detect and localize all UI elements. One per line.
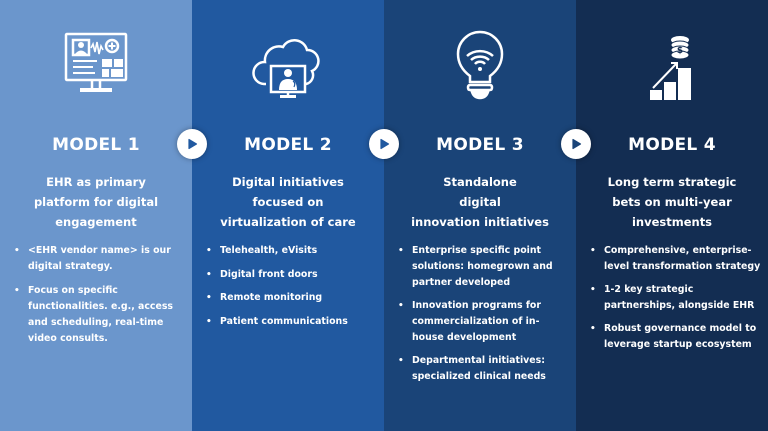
bullet-item: Robust governance model to leverage star… [588,321,762,353]
play-arrow-icon [177,129,207,159]
subtitle-line: investments [631,215,713,229]
model-1-column: MODEL 1 EHR as primary platform for digi… [0,0,192,431]
bullet-item: Focus on specific functionalities. e.g.,… [12,283,186,347]
bullet-item: Comprehensive, enterprise-level transfor… [588,243,762,275]
model-title: MODEL 4 [628,135,716,155]
subtitle-line: bets on multi-year [612,195,732,209]
model-subtitle: EHR as primary platform for digital enga… [8,172,184,232]
model-subtitle: Long term strategic bets on multi-year i… [584,172,760,232]
model-4-column: $ MODEL 4 Long term strategic bets on mu… [576,0,768,431]
cloud-telehealth-icon [252,30,324,102]
bullet-item: Innovation programs for commercializatio… [396,298,570,346]
subtitle-line: platform for digital [33,195,159,209]
bullet-item: <EHR vendor name> is our digital strateg… [12,243,186,275]
subtitle-line: Standalone [443,175,517,189]
bullet-item: Digital front doors [204,267,378,283]
model-bullets: Telehealth, eVisits Digital front doors … [204,243,378,337]
bullet-item: Enterprise specific point solutions: hom… [396,243,570,291]
play-arrow-icon [369,129,399,159]
svg-text:$: $ [677,46,683,56]
bullet-item: Telehealth, eVisits [204,243,378,259]
bullet-item: 1-2 key strategic partnerships, alongsid… [588,282,762,314]
model-bullets: <EHR vendor name> is our digital strateg… [12,243,186,354]
subtitle-line: innovation initiatives [411,215,549,229]
subtitle-line: engagement [55,215,137,229]
subtitle-line: EHR as primary [46,175,146,189]
bullet-item: Remote monitoring [204,290,378,306]
subtitle-line: virtualization of care [220,215,356,229]
play-arrow-icon [561,129,591,159]
model-title: MODEL 2 [244,135,332,155]
bullet-item: Patient communications [204,314,378,330]
bullet-item: Departmental initiatives: specialized cl… [396,353,570,385]
model-bullets: Comprehensive, enterprise-level transfor… [588,243,762,360]
subtitle-line: Digital initiatives [232,175,344,189]
wifi-lightbulb-icon [444,30,516,102]
subtitle-line: focused on [252,195,324,209]
model-subtitle: Standalone digital innovation initiative… [392,172,568,232]
model-title: MODEL 1 [52,135,140,155]
model-title: MODEL 3 [436,135,524,155]
subtitle-line: digital [459,195,501,209]
model-bullets: Enterprise specific point solutions: hom… [396,243,570,392]
ehr-monitor-icon [60,30,132,102]
model-3-column: MODEL 3 Standalone digital innovation in… [384,0,576,431]
subtitle-line: Long term strategic [607,175,737,189]
growth-chart-coins-icon: $ [636,30,708,102]
model-subtitle: Digital initiatives focused on virtualiz… [200,172,376,232]
model-2-column: MODEL 2 Digital initiatives focused on v… [192,0,384,431]
